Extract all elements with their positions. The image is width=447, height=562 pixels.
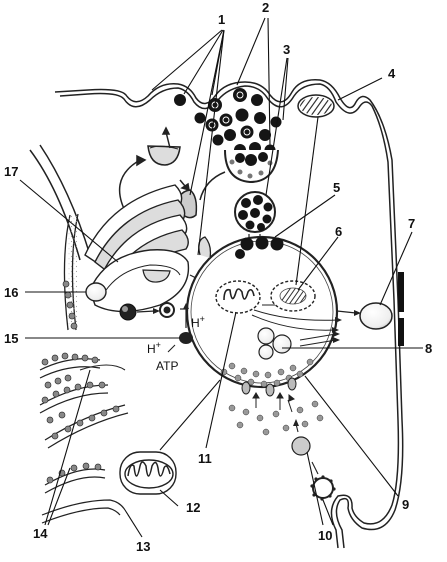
callout-14: 14	[33, 526, 48, 541]
proton-outside: H+	[147, 340, 161, 356]
callout-6: 6	[335, 224, 342, 239]
callout-numbers: 1 2 3 4 5 6 7 8 9 10 11 12 13 14 15 16 1…	[4, 0, 432, 554]
callout-7: 7	[408, 216, 415, 231]
callout-3: 3	[283, 42, 290, 57]
callout-5: 5	[333, 180, 340, 195]
callout-17: 17	[4, 164, 18, 179]
proton-inside: H+	[191, 314, 205, 330]
proton-pump	[167, 303, 193, 353]
callout-16: 16	[4, 285, 18, 300]
callout-2: 2	[262, 0, 269, 15]
autophagosome-mitochondrion	[215, 280, 261, 314]
callout-4: 4	[388, 66, 396, 81]
endocytic-vesicles	[291, 419, 336, 501]
rough-er-lower	[39, 352, 129, 494]
golgi-apparatus	[84, 184, 190, 313]
secreted-enzymes	[228, 400, 324, 436]
residual-body	[336, 302, 393, 330]
autophagic-mitochondrion	[119, 451, 177, 495]
left-cell-edge	[29, 144, 91, 261]
fusing-granule-cup	[224, 149, 279, 184]
secondary-lysosome	[185, 235, 342, 397]
degrading-organelle	[270, 280, 316, 312]
callout-8: 8	[425, 341, 432, 356]
membrane-channel	[398, 272, 404, 312]
atp-text: ATP	[156, 359, 178, 373]
callout-9: 9	[402, 497, 409, 512]
callout-15: 15	[4, 331, 18, 346]
callout-13: 13	[136, 539, 150, 554]
callout-11: 11	[198, 451, 212, 466]
golgi-budding-vesicle	[85, 282, 107, 302]
dense-granule	[234, 191, 276, 233]
rough-er	[62, 213, 79, 331]
callout-1: 1	[218, 12, 225, 27]
callout-10: 10	[318, 528, 332, 543]
callout-12: 12	[186, 500, 200, 515]
er-tubules	[41, 364, 126, 524]
plasma-membrane	[54, 79, 404, 549]
coated-pit-vesicle	[297, 94, 335, 118]
leader-lines	[19, 17, 423, 538]
transport-vesicle-bowl	[147, 145, 181, 166]
internal-vesicles	[257, 327, 292, 360]
